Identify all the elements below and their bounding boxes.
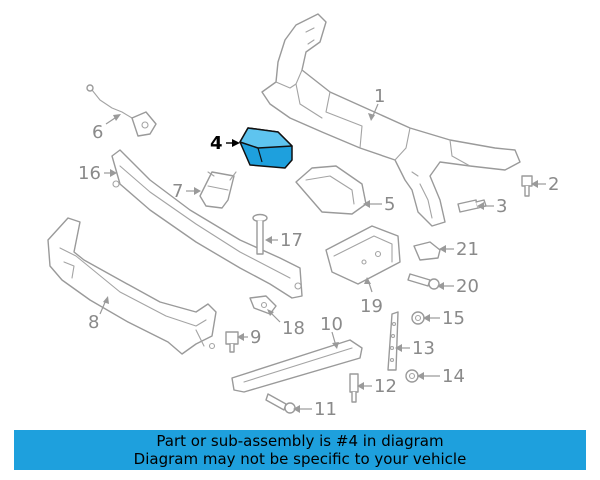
callout-11: 11 [314, 399, 337, 420]
part-13-stud-plate [387, 311, 399, 371]
parts-diagram: 1 2 3 4 5 6 7 8 9 10 11 12 13 14 15 16 1… [47, 13, 559, 420]
part-10-lower-bar [231, 339, 363, 393]
part-18-clip [249, 295, 277, 315]
callout-1: 1 [374, 86, 385, 107]
callout-16: 16 [78, 163, 101, 184]
callout-3: 3 [496, 196, 507, 217]
callout-14: 14 [442, 366, 465, 387]
callout-7: 7 [172, 181, 183, 202]
callout-12: 12 [374, 376, 397, 397]
callout-17: 17 [280, 230, 303, 251]
callout-20: 20 [456, 276, 479, 297]
callout-18: 18 [282, 318, 305, 339]
part-15-nut [411, 311, 425, 325]
part-9-bolt [225, 331, 239, 353]
part-6-sensor [86, 84, 157, 137]
part-12-bolt [349, 373, 359, 403]
footer-line-1: Part or sub-assembly is #4 in diagram [156, 432, 444, 450]
callout-10: 10 [320, 314, 343, 335]
callout-15: 15 [442, 308, 465, 329]
callout-labels: 1 2 3 4 5 6 7 8 9 10 11 12 13 14 15 16 1… [78, 86, 559, 420]
callout-5: 5 [384, 194, 395, 215]
callout-2: 2 [548, 174, 559, 195]
part-8-lower-crossmember [47, 217, 217, 355]
part-17-long-bolt [252, 213, 268, 255]
part-4-air-duct [239, 127, 293, 169]
part-14-nut [405, 369, 419, 383]
callout-13: 13 [412, 338, 435, 359]
callout-21: 21 [456, 239, 479, 260]
part-2-bolt [521, 175, 533, 197]
part-20-bolt [407, 273, 440, 290]
leader-lines [99, 103, 546, 413]
part-5-air-guide [295, 165, 367, 215]
part-21-clip [413, 241, 441, 261]
callout-4: 4 [210, 133, 223, 154]
callout-9: 9 [250, 327, 261, 348]
part-11-bolt [265, 393, 296, 414]
footer-line-2: Diagram may not be specific to your vehi… [133, 450, 467, 468]
callout-6: 6 [92, 122, 103, 143]
footer-banner: Part or sub-assembly is #4 in diagram Di… [14, 430, 586, 470]
part-19-bracket [325, 225, 401, 285]
part-16-bumper-reinforcement [111, 149, 303, 299]
part-1-radiator-support [261, 13, 521, 227]
callout-8: 8 [88, 312, 99, 333]
part-7-bracket [199, 171, 237, 209]
callout-19: 19 [360, 296, 383, 317]
